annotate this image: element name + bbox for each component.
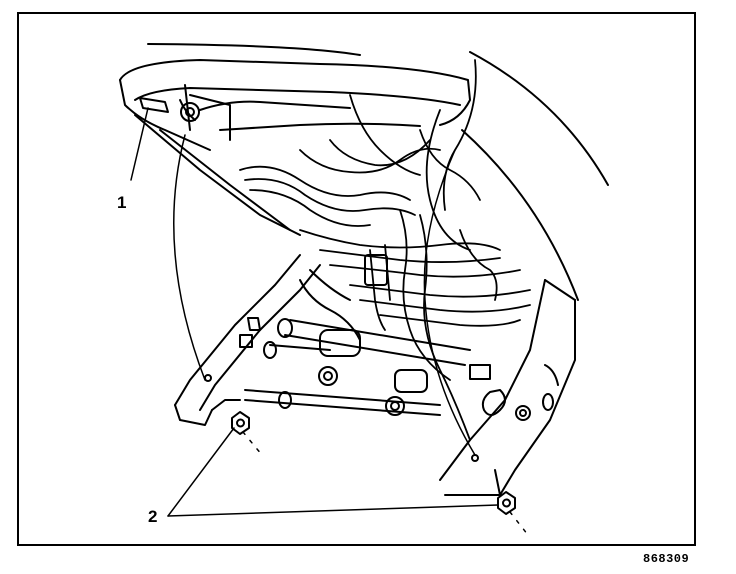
- callout-1-leader: [130, 107, 149, 181]
- right-seat-bracket: [439, 279, 576, 496]
- seat-adjuster-tag: [139, 97, 200, 122]
- seat-adjuster-rods: [244, 269, 471, 416]
- callout-2-label: 2: [148, 507, 158, 526]
- connectors: [318, 254, 491, 416]
- nut-right-install-path: [509, 511, 529, 536]
- diagram-frame: [17, 12, 696, 546]
- callout-1-arc-left: [173, 134, 206, 381]
- wiring-harness: [239, 59, 531, 441]
- left-seat-bracket: [174, 254, 321, 426]
- callout-2-leader-right: [167, 504, 499, 517]
- nut-left-install-path: [242, 431, 263, 456]
- callout-1-label: 1: [117, 193, 127, 212]
- figure-id: 868309: [643, 552, 690, 566]
- seat-outline-arc: [147, 43, 361, 56]
- seat-cushion-arc: [461, 129, 579, 301]
- callout-2-leader-left: [167, 427, 235, 517]
- nut-right: [497, 491, 516, 515]
- seat-shell: [119, 59, 471, 236]
- nut-left: [231, 411, 250, 435]
- callout-1-arc-right: [423, 149, 476, 456]
- seat-back-arc: [469, 51, 609, 186]
